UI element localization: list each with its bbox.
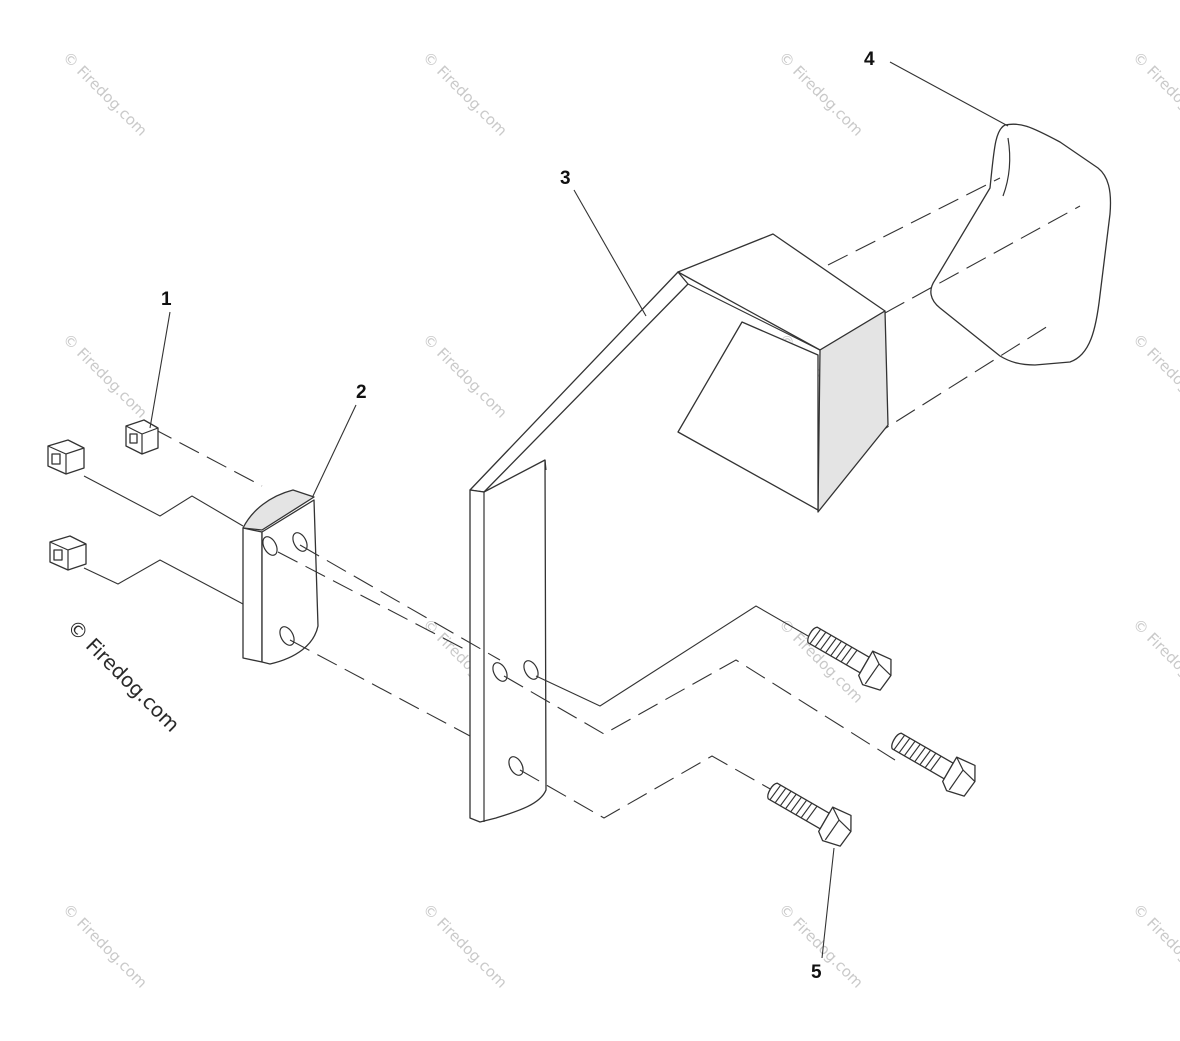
plate-hole xyxy=(262,536,278,556)
watermark-main: © Firedog.com xyxy=(62,615,184,737)
backing-plate-icon xyxy=(242,489,319,665)
callout-4: 4 xyxy=(864,49,875,70)
projection-line xyxy=(884,205,1081,314)
callout-leader-3 xyxy=(573,189,647,317)
assembly-line xyxy=(299,544,501,661)
assembly-line xyxy=(503,659,896,761)
assembly-line xyxy=(289,639,471,737)
callout-2: 2 xyxy=(356,382,367,403)
watermark-tile: © Firedog.com xyxy=(59,48,151,140)
watermark-tile: © Firedog.com xyxy=(59,900,151,992)
assembly-line xyxy=(83,475,244,527)
watermark-tile: © Firedog.com xyxy=(1129,48,1180,140)
assembly-line xyxy=(535,605,816,707)
bracket-hole xyxy=(492,662,508,682)
projection-line xyxy=(869,325,1049,439)
callout-1: 1 xyxy=(161,289,172,310)
watermark-tile: © Firedog.com xyxy=(1129,330,1180,422)
callout-leader-1 xyxy=(149,311,171,429)
watermark-tile: © Firedog.com xyxy=(775,48,867,140)
callout-3: 3 xyxy=(560,168,571,189)
watermark-tile: © Firedog.com xyxy=(59,330,151,422)
watermark-tile: © Firedog.com xyxy=(419,330,511,422)
bracket-hole xyxy=(523,660,539,680)
assembly-line xyxy=(277,551,471,653)
assembly-line xyxy=(83,559,244,605)
assembly-line xyxy=(519,755,773,819)
watermark-tile: © Firedog.com xyxy=(1129,615,1180,707)
callout-leader-5 xyxy=(821,847,835,959)
watermark-tile: © Firedog.com xyxy=(419,900,511,992)
callout-leader-2 xyxy=(312,404,357,497)
watermark-tile: © Firedog.com xyxy=(419,48,511,140)
hex-bolt-icon xyxy=(767,626,976,847)
assembly-line xyxy=(151,427,263,487)
mounting-bracket-icon xyxy=(469,233,889,823)
callout-5: 5 xyxy=(811,962,822,983)
watermark-tile: © Firedog.com xyxy=(1129,900,1180,992)
hex-nut-icon xyxy=(47,419,159,571)
projection-line xyxy=(827,177,1001,266)
callout-leader-4 xyxy=(889,61,1009,127)
bracket-hole xyxy=(508,756,524,776)
bumper-pad-icon xyxy=(930,123,1112,366)
